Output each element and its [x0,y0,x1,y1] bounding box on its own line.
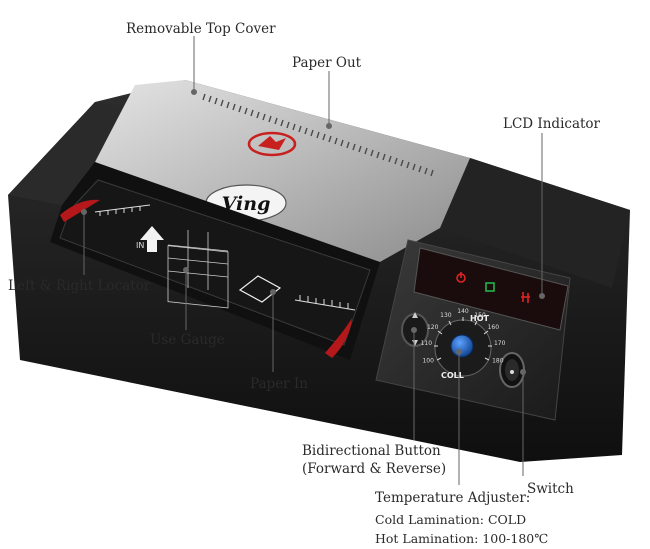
label-left-right-locator: Left & Right Locator [8,278,151,294]
lcd-ready-icon [485,282,495,292]
tray-in-label: IN [136,241,144,250]
label-removable-top-cover: Removable Top Cover [126,21,276,37]
dial-cold-label: COLL [441,371,464,380]
vent-slots [202,93,434,177]
leader-lines [81,36,545,485]
forward-arrow-icon [412,312,418,318]
label-switch: Switch [527,481,574,497]
label-bidirectional-line2: (Forward & Reverse) [302,461,447,477]
dial-mark-110: 110 [421,340,433,347]
right-end-cap [440,158,630,288]
dial-mark-140: 140 [457,308,469,315]
label-paper-in: Paper In [250,376,308,392]
label-bidirectional-button: Bidirectional Button (Forward & Reverse) [302,442,446,478]
dial-mark-150: 150 [474,312,486,319]
in-arrow-icon [140,226,164,252]
use-gauge-table [167,230,229,309]
label-paper-out: Paper Out [292,55,362,71]
dial-mark-180: 180 [492,358,504,365]
left-locator-icon [60,199,100,222]
label-use-gauge: Use Gauge [150,332,225,348]
dial-ticks [434,317,492,361]
right-ruler [294,295,356,311]
label-lcd-indicator: LCD Indicator [503,116,601,132]
dial-mark-130: 130 [440,312,452,319]
dial-mark-120: 120 [427,324,439,331]
lcd-power-icon [456,272,466,283]
switch-mark-icon [510,370,514,374]
label-bidirectional-line1: Bidirectional Button [302,443,441,459]
label-hot-lamination: Hot Lamination: 100-180℃ [375,531,549,546]
left-ruler [94,204,151,216]
lcd-heat-icon [521,292,530,303]
dial-mark-100: 100 [422,358,434,365]
right-locator-icon [325,318,352,358]
temperature-knob [450,334,474,358]
left-end-cap [8,102,135,205]
dial-mark-170: 170 [494,340,506,347]
paper-in-icon [238,275,282,303]
dial-hot-label: HOT [470,314,489,323]
top-cover [95,80,470,262]
brand-logo: Ving [222,193,271,215]
label-temperature-adjuster: Temperature Adjuster: [375,490,531,506]
emblem-icon [247,131,297,157]
dial-mark-160: 160 [488,324,500,331]
lcd-window [413,247,569,331]
label-cold-lamination: Cold Lamination: COLD [375,512,527,527]
